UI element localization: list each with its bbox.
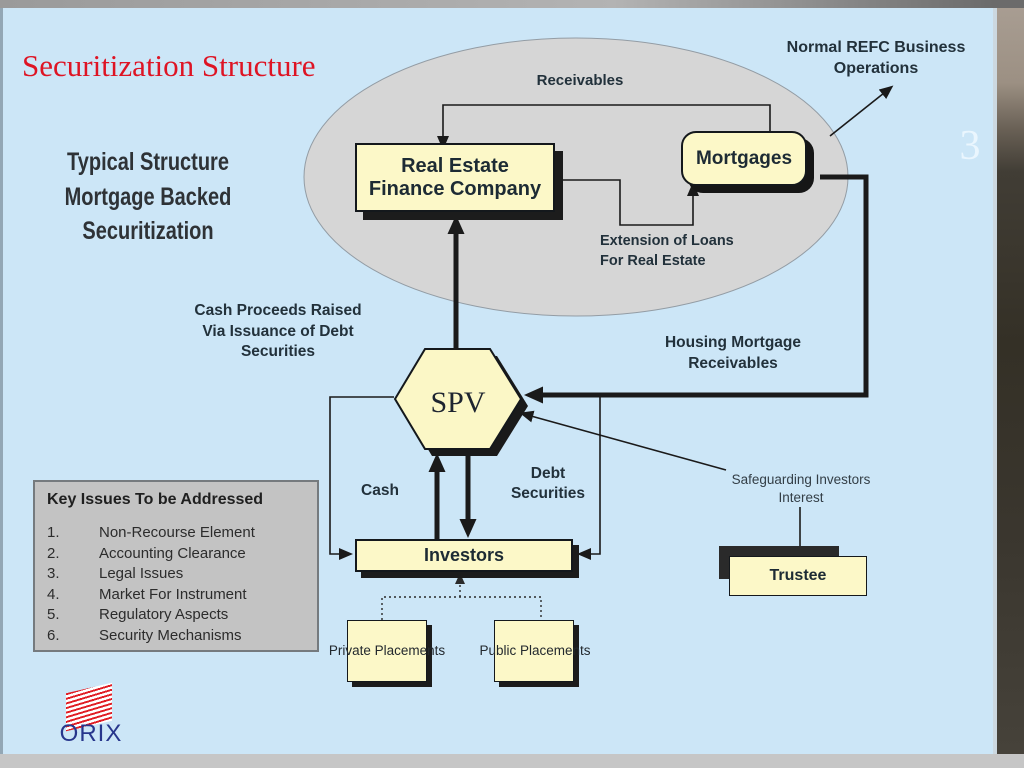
debt-securities-label: Debt Securities [488,464,608,505]
node-public-placements [494,620,574,682]
node-investors: Investors [355,539,573,572]
item-text: Security Mechanisms [99,626,242,644]
slide-right-edge [993,8,997,754]
wire-spv-investors-left [329,396,394,560]
label-line: Operations [833,59,919,77]
key-issues-panel: Key Issues To be Addressed 1. Non-Recour… [33,480,319,652]
node-label: Investors [423,545,505,566]
wire-placements-branches [381,596,542,620]
node-mortgages: Mortgages [681,131,807,186]
label-line: Cash Proceeds Raised [194,302,362,319]
node-label: Mortgages [695,147,793,169]
item-number: 1. [47,524,60,541]
node-trustee: Trustee [729,556,867,596]
item-text: Non-Recourse Element [99,524,255,541]
node-label: Real Estate [401,154,509,177]
orix-logo-text: ORIX [59,720,123,747]
label-line: Normal REFC Business [786,39,966,56]
item-number: 6. [47,626,60,644]
node-real-estate-finance-company: Real Estate Finance Company [355,143,555,212]
label-line: Via Issuance of Debt [202,322,354,340]
item-text: Accounting Clearance [99,544,246,562]
frame-top-strip [0,0,1024,8]
list-item: 6. Security Mechanisms [47,626,307,647]
wire-safeguarding-spv [519,410,727,471]
label-line: Interest [778,489,824,505]
housing-mortgage-label: Housing Mortgage Receivables [633,333,833,375]
subtitle-line: Typical Structure [67,148,229,176]
subtitle-line: Mortgage Backed [64,182,232,211]
frame-bottom-strip [0,754,1024,768]
normal-refc-label: Normal REFC Business Operations [772,38,980,80]
list-item: 2. Accounting Clearance [47,544,307,565]
wire-spv-investors-right [577,397,601,560]
wire-housing-receivables [524,174,869,404]
private-placements-label: Private Placements [328,643,446,658]
safeguarding-label: Safeguarding Investors Interest [701,471,901,507]
slide-subtitle: Typical Structure Mortgage Backed Securi… [60,145,236,249]
node-private-placements [347,620,427,682]
public-placements-label: Public Placements [479,643,591,658]
item-number: 3. [47,565,60,582]
list-item: 3. Legal Issues [47,564,307,585]
slide-title: Securitization Structure [22,48,316,83]
item-number: 4. [47,585,60,603]
label-line: For Real Estate [600,252,706,269]
spv-hexagon [393,348,523,450]
node-spv-label: SPV [430,386,486,419]
label-line: Securities [240,343,316,361]
frame-left-edge [0,8,3,754]
item-number: 2. [47,544,60,562]
item-text: Regulatory Aspects [99,606,229,623]
label-line: Receivables [688,354,778,372]
label-line: Extension of Loans [600,233,734,249]
label-line: Securities [510,485,586,503]
label-line: Debt [530,465,566,482]
cash-label: Cash [361,482,399,499]
node-label: Trustee [769,567,827,584]
extension-of-loans-label: Extension of Loans For Real Estate [600,232,760,271]
label-line: Safeguarding Investors [731,472,871,487]
item-text: Legal Issues [99,565,184,582]
frame-right-strip [997,8,1024,754]
wire-receivables [437,104,771,150]
item-text: Market For Instrument [99,585,247,603]
wire-normal-refc [829,85,894,137]
list-item: 4. Market For Instrument [47,585,307,606]
list-item: 1. Non-Recourse Element [47,523,307,544]
label-line: Housing Mortgage [664,334,802,351]
wire-extension-of-loans [557,179,699,226]
cash-proceeds-label: Cash Proceeds Raised Via Issuance of Deb… [178,301,378,363]
key-issues-title: Key Issues To be Addressed [47,491,264,508]
receivables-label: Receivables [536,72,624,89]
node-label: Finance Company [368,177,542,200]
subtitle-line: Securitization [82,217,214,245]
list-item: 5. Regulatory Aspects [47,605,307,626]
item-number: 5. [47,606,60,623]
page-number: 3 [959,123,981,169]
